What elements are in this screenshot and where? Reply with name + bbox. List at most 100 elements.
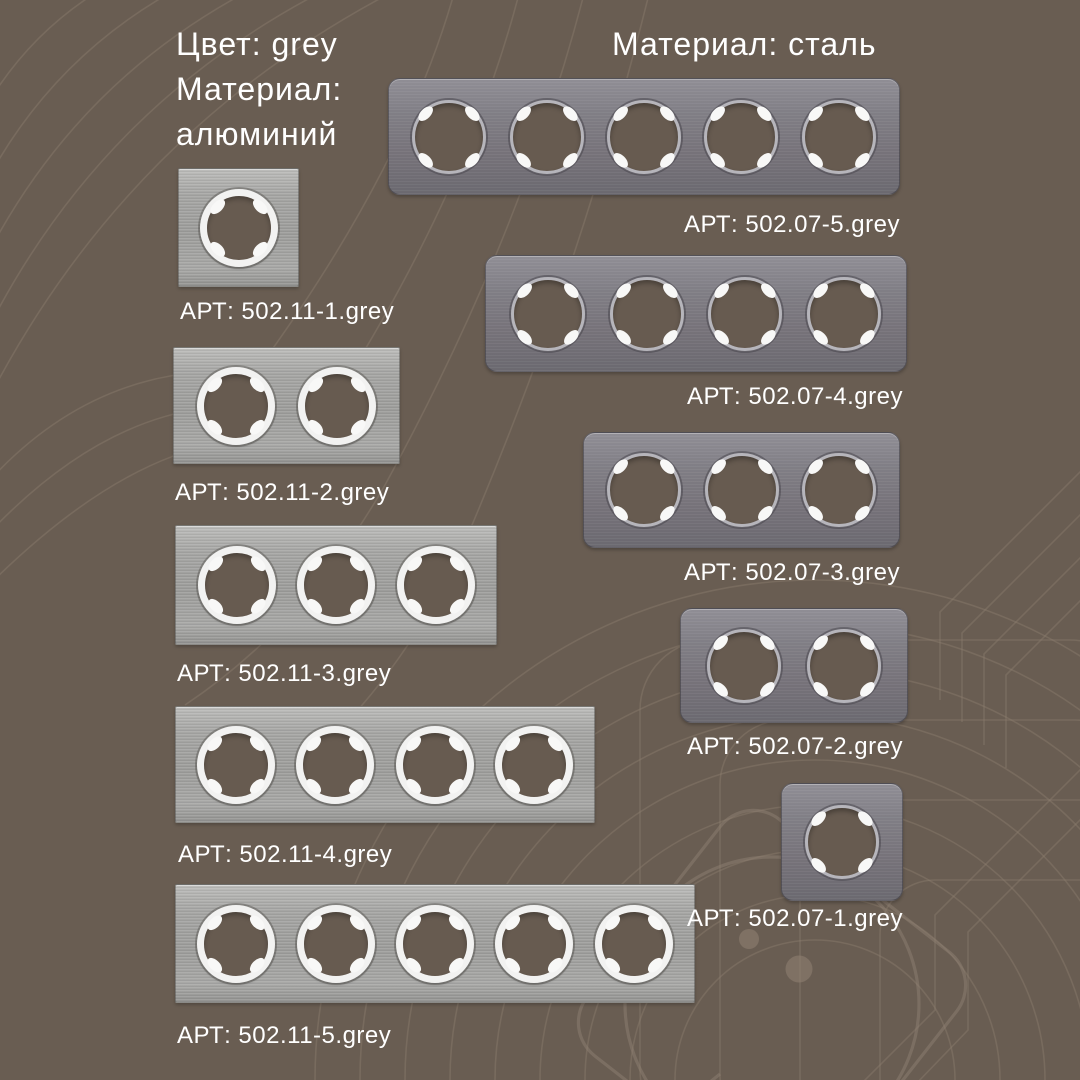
mount-tab bbox=[758, 280, 779, 301]
mount-tab bbox=[560, 149, 580, 170]
mount-tab bbox=[805, 456, 826, 477]
mount-tab bbox=[416, 149, 436, 170]
mount-tab bbox=[810, 678, 831, 699]
mount-tab bbox=[561, 280, 582, 301]
socket-hole bbox=[807, 276, 882, 351]
mount-tab bbox=[503, 954, 523, 975]
mount-tab bbox=[446, 954, 467, 975]
mount-tab bbox=[503, 912, 523, 933]
mount-tab bbox=[346, 912, 367, 933]
art-label-steel-5gang: АРТ: 502.07-5.grey bbox=[683, 211, 900, 238]
socket-hole bbox=[609, 276, 684, 351]
mount-tab bbox=[852, 456, 872, 477]
mount-tab bbox=[514, 280, 535, 301]
art-label-aluminum-1gang: АРТ: 502.11-1.grey bbox=[180, 298, 395, 325]
mount-tab bbox=[304, 912, 325, 933]
mount-tab bbox=[514, 326, 535, 347]
art-label-steel-3gang: АРТ: 502.07-3.grey bbox=[683, 559, 900, 586]
mount-tab bbox=[502, 733, 523, 754]
mount-tab bbox=[304, 596, 325, 617]
art-label-steel-4gang: АРТ: 502.07-4.grey bbox=[686, 383, 903, 410]
mount-tab bbox=[657, 503, 678, 524]
mount-tab bbox=[657, 149, 678, 170]
mount-tab bbox=[249, 196, 270, 217]
socket-hole bbox=[297, 546, 375, 624]
mount-tab bbox=[644, 954, 665, 975]
mount-tab bbox=[348, 374, 369, 395]
mount-tab bbox=[754, 149, 775, 170]
socket-hole bbox=[708, 276, 783, 351]
mount-tab bbox=[416, 103, 436, 124]
art-label-aluminum-3gang: АРТ: 502.11-3.grey bbox=[177, 660, 392, 687]
mount-tab bbox=[446, 553, 467, 574]
art-label-aluminum-4gang: АРТ: 502.11-4.grey bbox=[178, 841, 393, 868]
socket-hole bbox=[298, 366, 376, 445]
socket-hole bbox=[801, 453, 876, 527]
mount-tab bbox=[205, 775, 225, 796]
mount-tab bbox=[805, 503, 826, 524]
mount-tab bbox=[857, 326, 878, 347]
mount-tab bbox=[657, 456, 678, 477]
mount-tab bbox=[403, 733, 424, 754]
mount-tab bbox=[852, 103, 872, 124]
art-label-steel-1gang: АРТ: 502.07-1.grey bbox=[686, 905, 903, 932]
mount-tab bbox=[403, 954, 424, 975]
mount-tab bbox=[545, 733, 565, 754]
mount-tab bbox=[404, 596, 425, 617]
mount-tab bbox=[513, 103, 534, 124]
mount-tab bbox=[810, 326, 831, 347]
mount-tab bbox=[561, 326, 582, 347]
mount-tab bbox=[348, 416, 369, 437]
mount-tab bbox=[207, 196, 228, 217]
mount-tab bbox=[247, 596, 268, 617]
mount-tab bbox=[204, 374, 225, 395]
socket-hole bbox=[395, 725, 474, 804]
socket-hole bbox=[197, 725, 276, 804]
mount-tab bbox=[446, 596, 467, 617]
mount-tab bbox=[513, 149, 534, 170]
mount-tab bbox=[708, 503, 729, 524]
mount-tab bbox=[247, 912, 268, 933]
socket-hole bbox=[197, 546, 276, 624]
product-image-frame-aluminum-2gang bbox=[173, 347, 400, 464]
mount-tab bbox=[855, 855, 876, 876]
mount-tab bbox=[660, 326, 680, 347]
mount-tab bbox=[247, 775, 268, 796]
product-image-frame-steel-2gang bbox=[680, 608, 908, 723]
socket-hole bbox=[607, 453, 682, 527]
mount-tab bbox=[346, 954, 367, 975]
mount-tab bbox=[347, 553, 368, 574]
mount-tab bbox=[610, 103, 631, 124]
mount-tab bbox=[613, 326, 634, 347]
mount-tab bbox=[852, 503, 872, 524]
socket-hole bbox=[707, 628, 781, 703]
mount-tab bbox=[205, 553, 226, 574]
socket-hole bbox=[509, 99, 584, 174]
mount-tab bbox=[610, 149, 631, 170]
mount-tab bbox=[710, 632, 731, 653]
socket-hole bbox=[704, 453, 779, 527]
mount-tab bbox=[403, 912, 424, 933]
product-image-frame-steel-5gang bbox=[388, 78, 900, 195]
socket-hole bbox=[807, 628, 881, 703]
socket-hole bbox=[494, 725, 573, 804]
mount-tab bbox=[304, 733, 325, 754]
mount-tab bbox=[305, 416, 326, 437]
mount-tab bbox=[462, 103, 483, 124]
mount-tab bbox=[754, 103, 775, 124]
mount-tab bbox=[810, 632, 831, 653]
socket-hole bbox=[296, 725, 375, 804]
socket-hole bbox=[396, 546, 475, 624]
mount-tab bbox=[304, 775, 325, 796]
mount-tab bbox=[644, 912, 665, 933]
mount-tab bbox=[207, 238, 228, 259]
socket-hole bbox=[704, 99, 779, 174]
mount-tab bbox=[660, 280, 680, 301]
left-material-label: Материал: bbox=[176, 71, 343, 107]
socket-hole bbox=[197, 904, 276, 983]
mount-tab bbox=[560, 103, 580, 124]
socket-hole bbox=[495, 904, 574, 983]
socket-hole bbox=[412, 99, 487, 174]
mount-tab bbox=[808, 855, 829, 876]
mount-tab bbox=[758, 326, 779, 347]
